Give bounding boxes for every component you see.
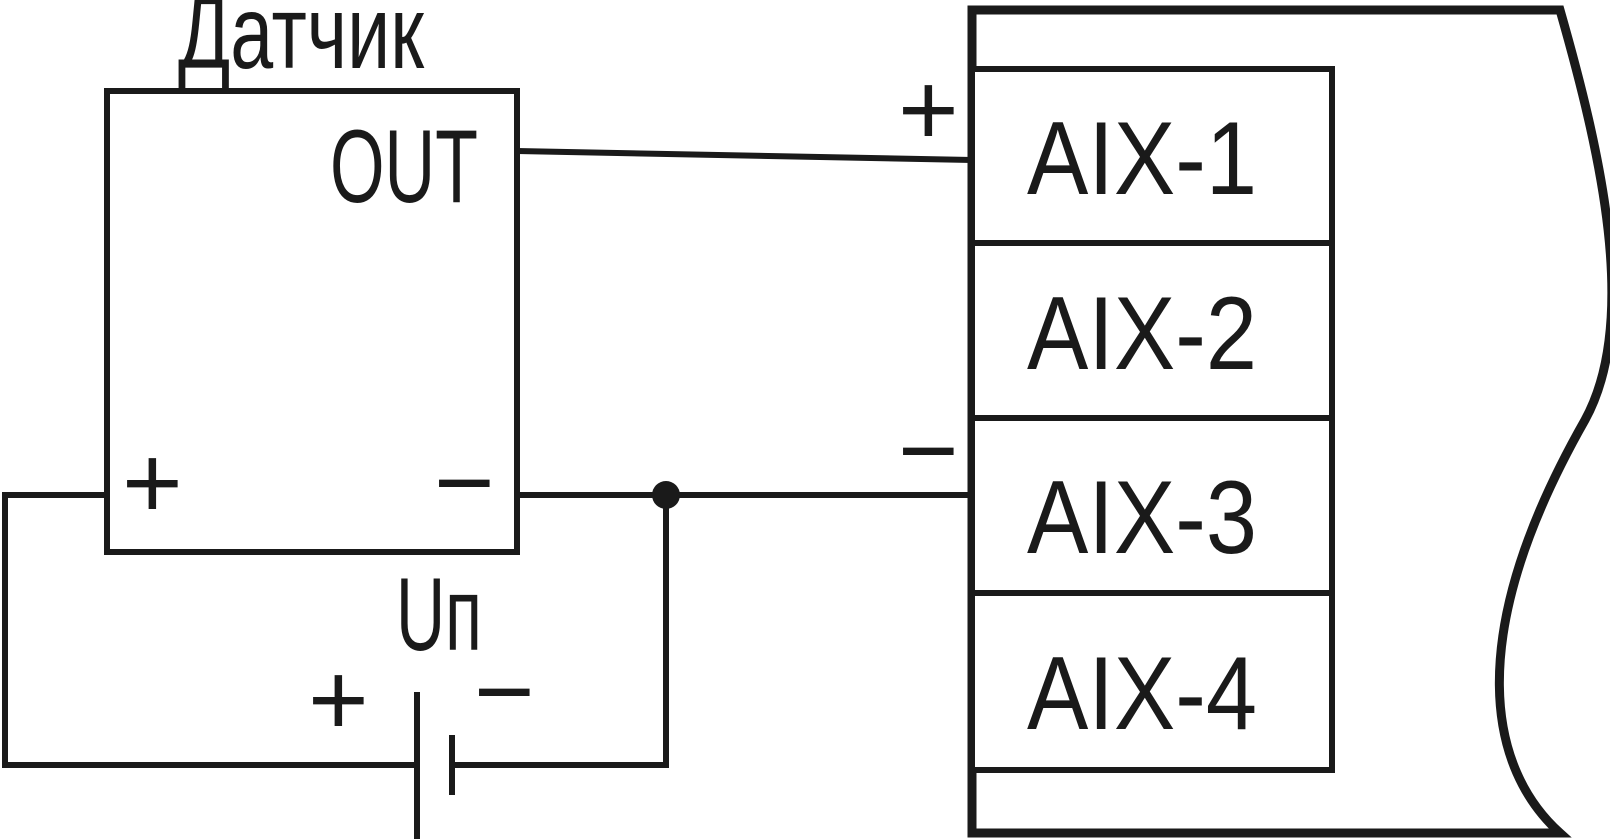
signal-wire (516, 148, 973, 163)
terminal-aix-3: AIX-3 (1027, 460, 1257, 576)
sensor-box (104, 88, 520, 555)
terminal-aix-2: AIX-2 (1027, 276, 1257, 392)
sensor-title: Датчик (178, 0, 425, 91)
battery-minus-label: − (474, 634, 535, 750)
terminal-aix-4: AIX-4 (1027, 636, 1257, 752)
sensor-out-label: OUT (330, 109, 478, 225)
module-plus-label: + (898, 52, 959, 168)
supply-plus-wire (2, 492, 417, 768)
power-supply-label: Uп (396, 557, 482, 673)
sensor-minus-label: − (434, 425, 495, 541)
battery-minus-wire (455, 495, 669, 768)
terminal-aix-1: AIX-1 (1027, 101, 1257, 217)
sensor-plus-label: + (122, 425, 183, 541)
battery-plus-label: + (308, 642, 369, 758)
module-minus-label: − (898, 393, 959, 509)
module-outline (967, 5, 1610, 838)
